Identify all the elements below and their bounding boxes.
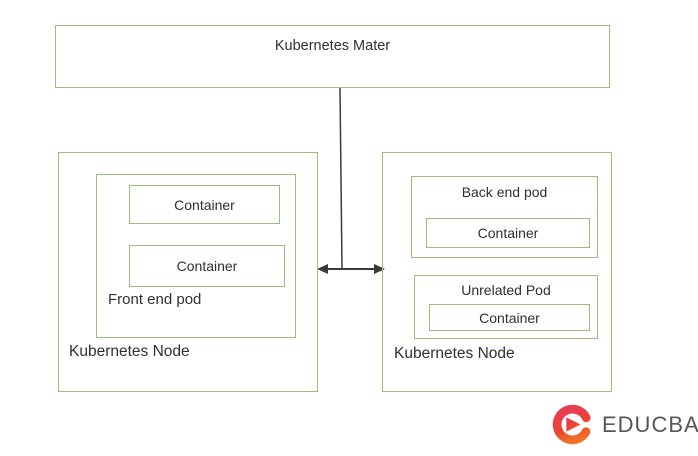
back-end-pod-label: Back end pod xyxy=(461,184,548,200)
right-node-box: Back end pod Container Unrelated Pod Con… xyxy=(382,152,612,392)
master-label: Kubernetes Mater xyxy=(274,38,391,54)
front-end-pod-label: Front end pod xyxy=(108,291,202,308)
container-label: Container xyxy=(477,225,539,241)
master-to-nodes-line xyxy=(339,87,343,270)
container-box: Container xyxy=(429,304,590,331)
container-box: Container xyxy=(129,245,285,287)
container-label: Container xyxy=(176,258,238,274)
unrelated-pod-label: Unrelated Pod xyxy=(461,282,551,298)
educba-logo: EDUCBA xyxy=(551,403,698,446)
master-box: Kubernetes Mater xyxy=(55,25,610,88)
left-node-label: Kubernetes Node xyxy=(69,343,190,360)
container-label: Container xyxy=(174,196,235,213)
educba-logo-icon xyxy=(552,404,593,445)
container-box: Container xyxy=(426,218,590,248)
left-node-box: Container Container Front end pod Kubern… xyxy=(58,152,318,392)
container-box: Container xyxy=(129,185,280,224)
container-label: Container xyxy=(479,309,540,326)
educba-logo-text: EDUCBA xyxy=(602,411,698,437)
front-end-pod-box: Container Container Front end pod xyxy=(96,174,296,338)
arrowhead-left xyxy=(317,264,328,274)
unrelated-pod-box: Unrelated Pod Container xyxy=(414,275,598,339)
back-end-pod-box: Back end pod Container xyxy=(411,176,598,258)
right-node-label: Kubernetes Node xyxy=(394,345,515,362)
